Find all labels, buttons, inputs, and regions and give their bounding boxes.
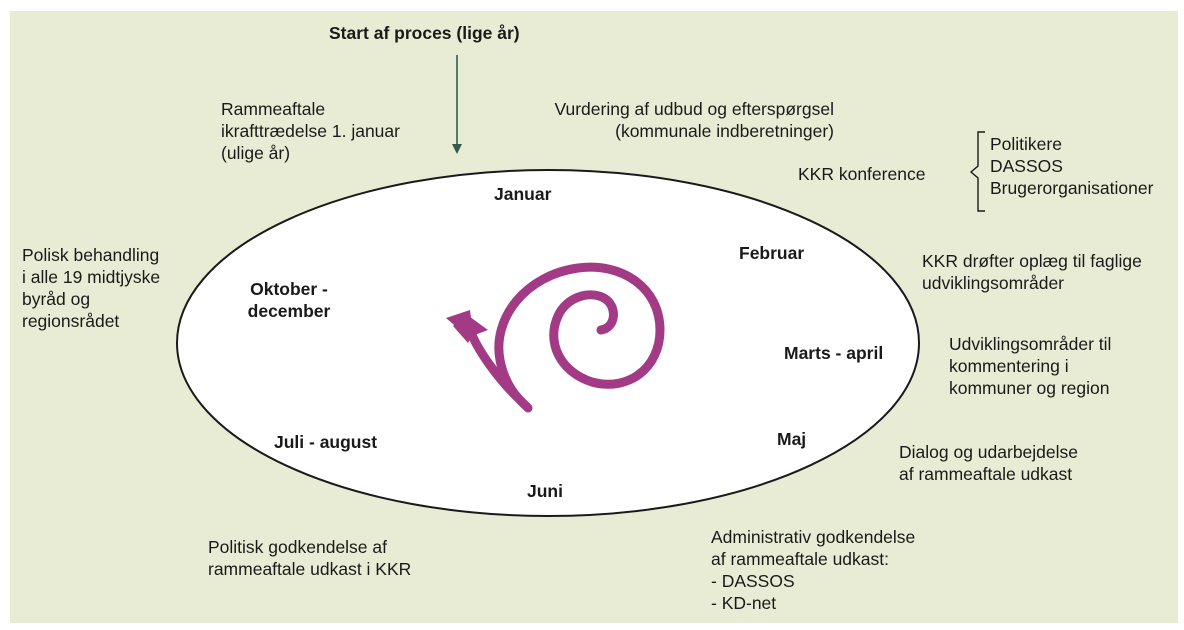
month-maj: Maj	[777, 429, 807, 449]
month-februar: Februar	[739, 243, 805, 263]
vurdering-text: Vurdering af udbud og efterspørgsel(komm…	[554, 99, 834, 141]
spiral-arrow-path	[465, 262, 665, 413]
participants-brace	[969, 131, 985, 212]
year-cycle-ellipse	[176, 169, 920, 517]
process-start-label: Start af proces (lige år)	[329, 23, 520, 43]
start-arrow-head	[452, 144, 462, 154]
spiral-arrow-head-tip	[446, 310, 474, 342]
kkr-konference-label: KKR konference	[798, 164, 926, 184]
month-juli-august: Juli - august	[274, 432, 378, 452]
month-oktober-december: Oktober -december	[247, 279, 331, 321]
month-juni: Juni	[527, 481, 563, 501]
month-marts-april: Marts - april	[784, 343, 884, 363]
month-januar: Januar	[494, 184, 552, 204]
